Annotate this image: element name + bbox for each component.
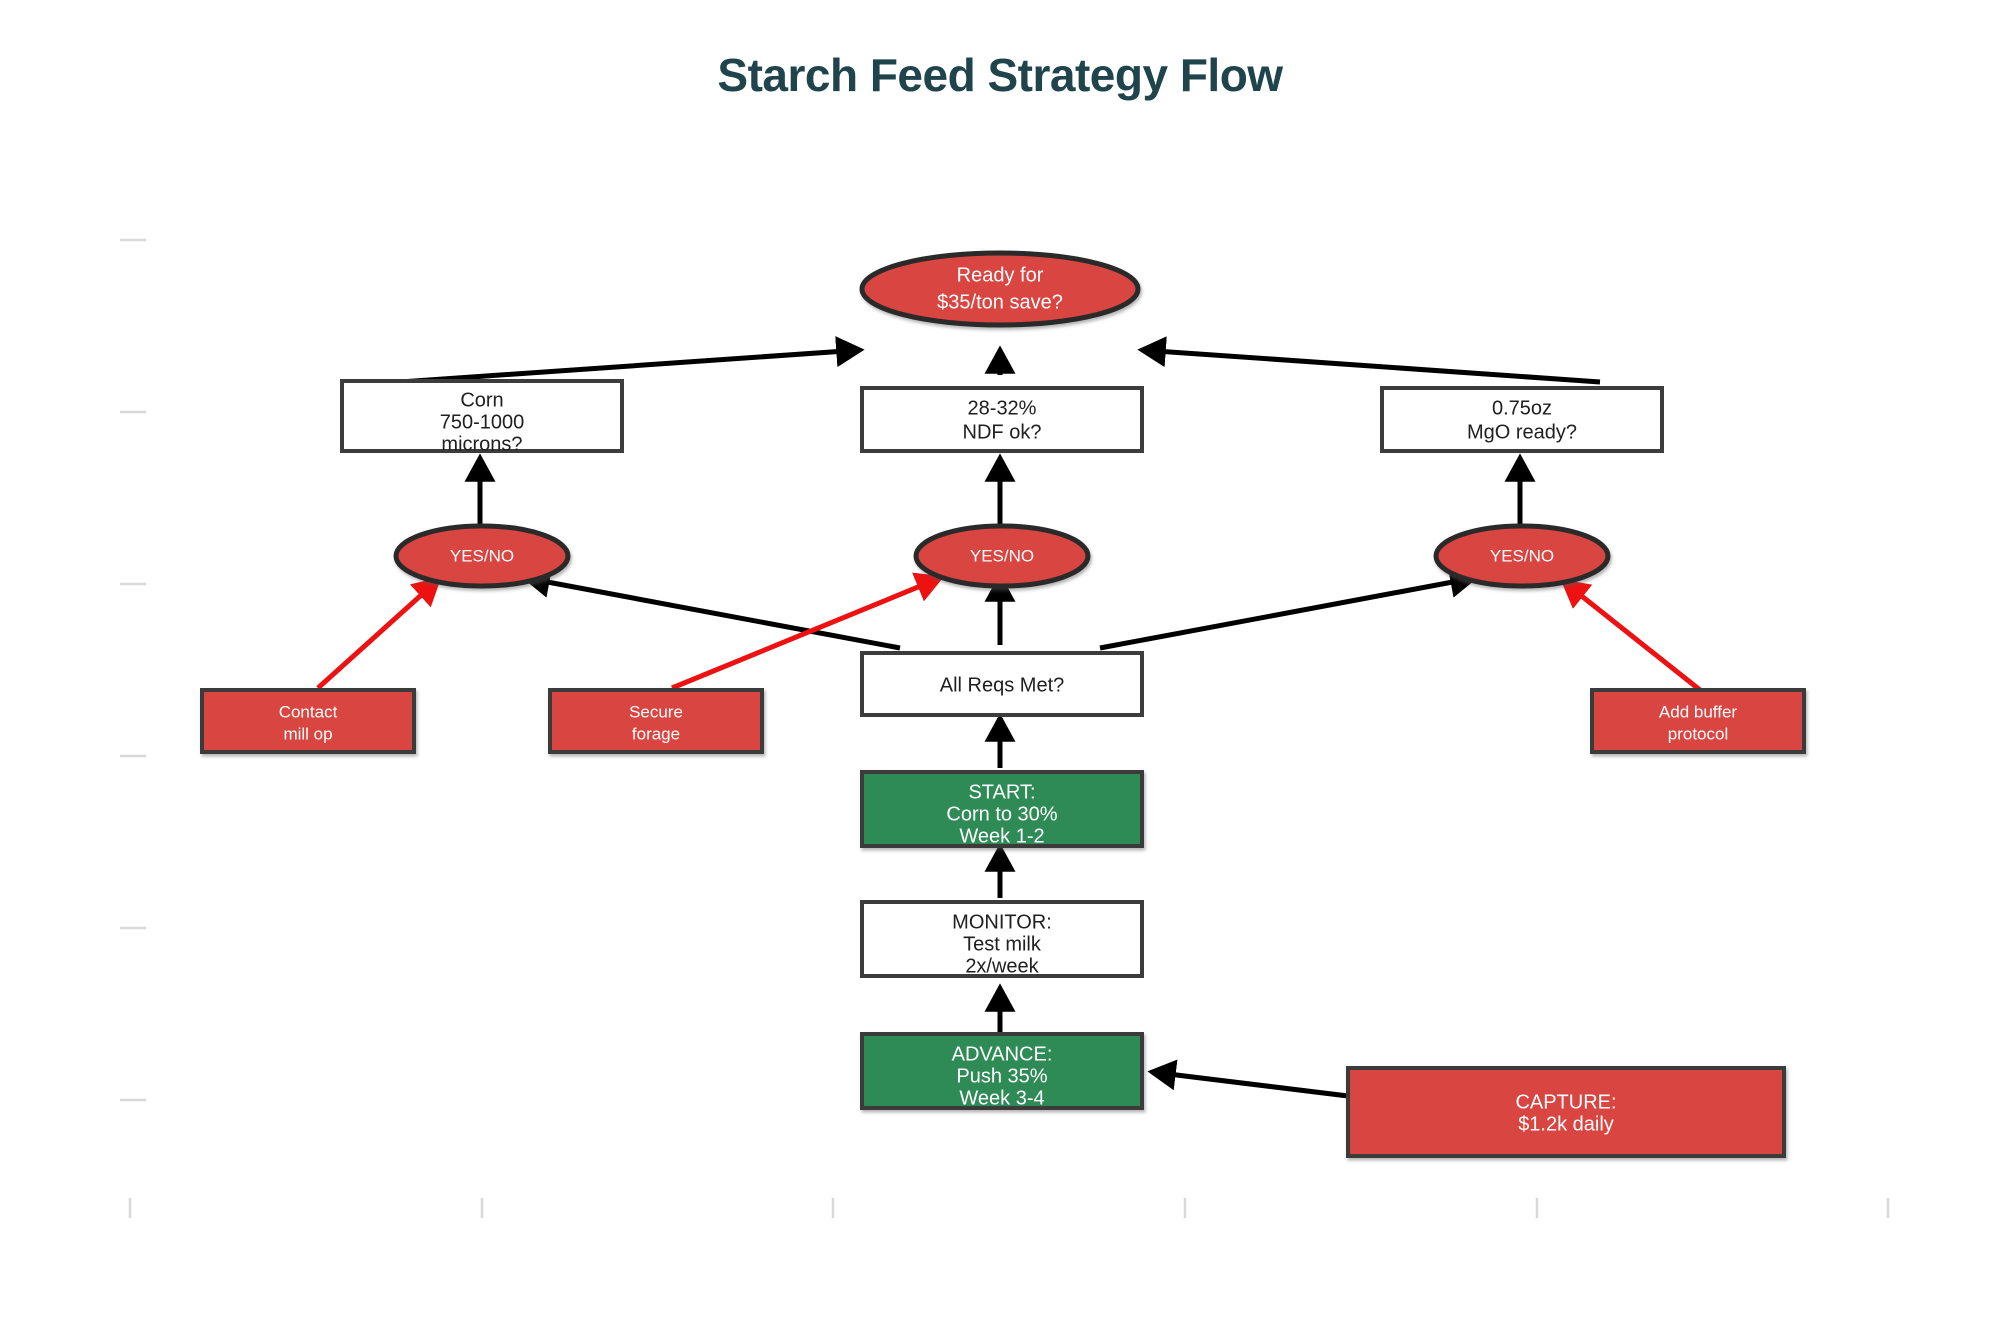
node-contact-mill[interactable]: Contact mill op [200, 688, 416, 754]
node-capture-label-line1: CAPTURE: [1515, 1091, 1616, 1113]
node-check-mgo-label-line2: MgO ready? [1467, 421, 1577, 443]
node-check-corn-shape[interactable] [340, 379, 624, 453]
node-contact-mill-label-line2: mill op [283, 724, 332, 743]
node-check-ndf-label-line1: 28-32% [968, 397, 1037, 419]
node-start[interactable]: START: Corn to 30% Week 1-2 [860, 770, 1144, 848]
node-capture-shape[interactable] [1346, 1066, 1786, 1158]
node-goal-label-line2: $35/ton save? [937, 291, 1063, 313]
node-advance[interactable]: ADVANCE: Push 35% Week 3-4 [860, 1032, 1144, 1110]
node-contact-mill-shape[interactable] [200, 688, 416, 754]
node-goal-label-line1: Ready for [957, 264, 1044, 286]
node-decision-left[interactable]: YES/NO [393, 523, 571, 589]
node-layer: Ready for $35/ton save? Corn 750-1000 mi… [200, 250, 1806, 1158]
node-decision-left-label: YES/NO [450, 546, 514, 565]
node-decision-center-shape[interactable] [913, 523, 1091, 589]
node-advance-shape[interactable] [860, 1032, 1144, 1110]
node-check-mgo-shape[interactable] [1380, 386, 1664, 453]
node-check-corn-label-line3: microns? [441, 433, 522, 455]
node-add-buffer[interactable]: Add buffer protocol [1590, 688, 1806, 754]
node-monitor[interactable]: MONITOR: Test milk 2x/week [860, 900, 1144, 978]
node-all-reqs[interactable]: All Reqs Met? [860, 651, 1144, 717]
node-decision-center[interactable]: YES/NO [913, 523, 1091, 589]
node-start-label-line3: Week 1-2 [959, 825, 1044, 847]
node-contact-mill-label-line1: Contact [279, 702, 338, 721]
node-decision-right-shape[interactable] [1433, 523, 1611, 589]
edge-contact-to-decision-left [316, 576, 442, 690]
edge-allreqs-to-decision-left [521, 567, 901, 651]
node-secure-forage[interactable]: Secure forage [548, 688, 764, 754]
node-advance-label-line1: ADVANCE: [952, 1043, 1053, 1065]
node-start-shape[interactable] [860, 770, 1144, 848]
node-decision-right-label: YES/NO [1490, 546, 1554, 565]
node-all-reqs-shape[interactable] [860, 651, 1144, 717]
node-monitor-shape[interactable] [860, 900, 1144, 978]
node-advance-label-line2: Push 35% [956, 1065, 1047, 1087]
node-goal-shape[interactable] [859, 250, 1141, 328]
node-add-buffer-label-line1: Add buffer [1659, 702, 1737, 721]
edge-corn-to-goal [399, 336, 865, 385]
node-monitor-label-line2: Test milk [963, 933, 1042, 955]
node-check-ndf-shape[interactable] [860, 386, 1144, 453]
node-decision-left-shape[interactable] [393, 523, 571, 589]
node-monitor-label-line1: MONITOR: [952, 911, 1052, 933]
canvas-ruler-ticks [120, 238, 1890, 1218]
edge-allreqs-to-decision-right [1099, 567, 1479, 651]
edge-capture-to-advance [1147, 1059, 1349, 1099]
node-check-mgo-label-line1: 0.75oz [1492, 397, 1552, 419]
node-add-buffer-label-line2: protocol [1668, 724, 1728, 743]
node-start-label-line2: Corn to 30% [946, 803, 1057, 825]
node-decision-center-label: YES/NO [970, 546, 1034, 565]
node-check-corn-label-line2: 750-1000 [440, 411, 525, 433]
node-secure-forage-label-line2: forage [632, 724, 680, 743]
node-check-mgo[interactable]: 0.75oz MgO ready? [1380, 386, 1664, 453]
node-monitor-label-line3: 2x/week [965, 955, 1039, 977]
node-check-ndf[interactable]: 28-32% NDF ok? [860, 386, 1144, 453]
node-advance-label-line3: Week 3-4 [959, 1087, 1044, 1109]
node-check-corn[interactable]: Corn 750-1000 microns? [340, 379, 624, 455]
node-start-label-line1: START: [968, 781, 1035, 803]
node-add-buffer-shape[interactable] [1590, 688, 1806, 754]
node-all-reqs-label: All Reqs Met? [940, 674, 1065, 696]
node-secure-forage-label-line1: Secure [629, 702, 683, 721]
node-capture[interactable]: CAPTURE: $1.2k daily [1346, 1066, 1786, 1158]
edge-forage-to-decision-center [671, 572, 945, 691]
node-capture-label-line2: $1.2k daily [1518, 1113, 1614, 1135]
edge-mgo-to-goal [1137, 336, 1601, 385]
node-secure-forage-shape[interactable] [548, 688, 764, 754]
node-goal[interactable]: Ready for $35/ton save? [859, 250, 1141, 328]
edge-layer [316, 336, 1702, 1099]
page-title: Starch Feed Strategy Flow [717, 49, 1283, 101]
edge-buffer-to-decision-right [1560, 579, 1702, 692]
node-check-corn-label-line1: Corn [460, 389, 503, 411]
node-decision-right[interactable]: YES/NO [1433, 523, 1611, 589]
node-check-ndf-label-line2: NDF ok? [963, 421, 1042, 443]
